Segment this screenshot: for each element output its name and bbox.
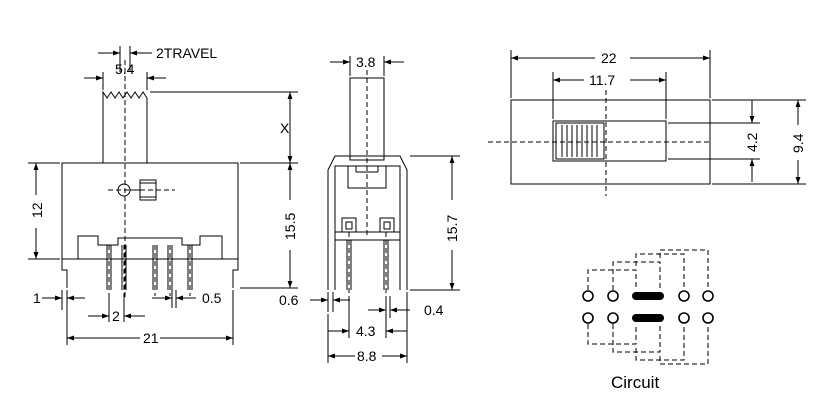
pin-pitch-label: 2: [112, 308, 120, 324]
side-pin-width-label: 0.6: [279, 292, 299, 308]
top-slot: [552, 120, 667, 162]
side-body-width-label: 8.8: [357, 348, 377, 364]
knob-width-label: 5.4: [115, 61, 135, 77]
top-width-label: 9.4: [790, 133, 806, 153]
knob-top-width-label: 4.2: [744, 132, 760, 152]
travel-label: 2TRAVEL: [156, 45, 217, 61]
front-body: [61, 162, 239, 260]
top-knob: [555, 122, 605, 160]
body-side-height-label: 12: [29, 202, 45, 218]
slot-length-label: 11.7: [589, 72, 615, 88]
top-length-label: 22: [601, 50, 617, 66]
top-body: [510, 99, 711, 185]
side-height-label: 15.7: [444, 215, 460, 242]
pin-thickness-label: 0.5: [202, 290, 222, 306]
circuit-diagram: Circuit: [582, 249, 714, 392]
knob-height-label: X: [280, 120, 290, 136]
side-frame: [327, 155, 408, 290]
side-view: 3.8 15.7 0.6: [279, 54, 460, 364]
front-view: 2TRAVEL 5.4: [28, 45, 298, 346]
circuit-label: Circuit: [611, 373, 659, 392]
front-pins: [106, 245, 193, 296]
body-height-label: 15.5: [282, 213, 298, 240]
side-pin-pitch-label: 4.3: [356, 323, 376, 339]
top-view: 22 11.7 4.2 9.4: [488, 50, 806, 196]
knob-ridges: [561, 125, 598, 157]
body-length-label: 21: [143, 330, 159, 346]
knob-depth-label: 3.8: [356, 54, 376, 70]
side-pin-thickness-label: 0.4: [424, 302, 444, 318]
pin-width-label: 1: [33, 290, 41, 306]
